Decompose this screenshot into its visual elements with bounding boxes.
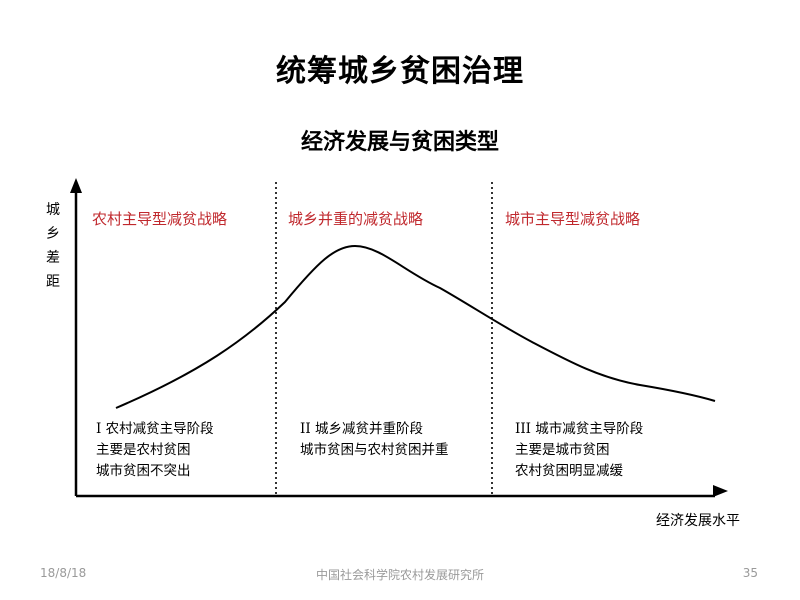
stage-heading: I 农村减贫主导阶段: [96, 421, 214, 437]
strategy-label-rural: 农村主导型减贫战略: [92, 210, 228, 228]
y-axis-label: 城 乡 差 距: [40, 198, 66, 294]
strategy-label-balanced: 城乡并重的减贫战略: [288, 210, 424, 228]
urban-rural-gap-curve: [115, 244, 716, 409]
footer-organization: 中国社会科学院农村发展研究所: [315, 568, 484, 582]
footer-date: 18/8/18: [40, 566, 87, 580]
y-axis-label-char: 差: [46, 250, 60, 266]
y-axis-label-char: 乡: [46, 226, 60, 242]
y-axis-arrow: [70, 178, 82, 193]
stage-line: 城市贫困与农村贫困并重: [300, 442, 449, 458]
diagram-title: 经济发展与贫困类型: [300, 130, 499, 155]
slide-title: 统筹城乡贫困治理: [276, 54, 524, 89]
footer-page-number: 35: [742, 566, 758, 580]
stage-heading: III 城市减贫主导阶段: [515, 421, 644, 437]
x-axis-label: 经济发展水平: [656, 513, 740, 529]
stage-line: 主要是农村贫困: [96, 442, 191, 458]
stage-description-1: I 农村减贫主导阶段 主要是农村贫困 城市贫困不突出: [96, 419, 214, 482]
stage-line: 主要是城市贫困: [515, 442, 610, 458]
stage-line: 农村贫困明显减缓: [515, 463, 623, 479]
strategy-label-urban: 城市主导型减贫战略: [505, 210, 641, 228]
stage-line: 城市贫困不突出: [96, 463, 191, 479]
x-axis-arrow: [713, 485, 728, 497]
stage-description-2: II 城乡减贫并重阶段 城市贫困与农村贫困并重: [300, 419, 449, 461]
y-axis-label-char: 城: [46, 202, 60, 218]
stage-heading: II 城乡减贫并重阶段: [300, 421, 423, 437]
stage-description-3: III 城市减贫主导阶段 主要是城市贫困 农村贫困明显减缓: [515, 419, 643, 482]
y-axis-label-char: 距: [46, 274, 60, 290]
